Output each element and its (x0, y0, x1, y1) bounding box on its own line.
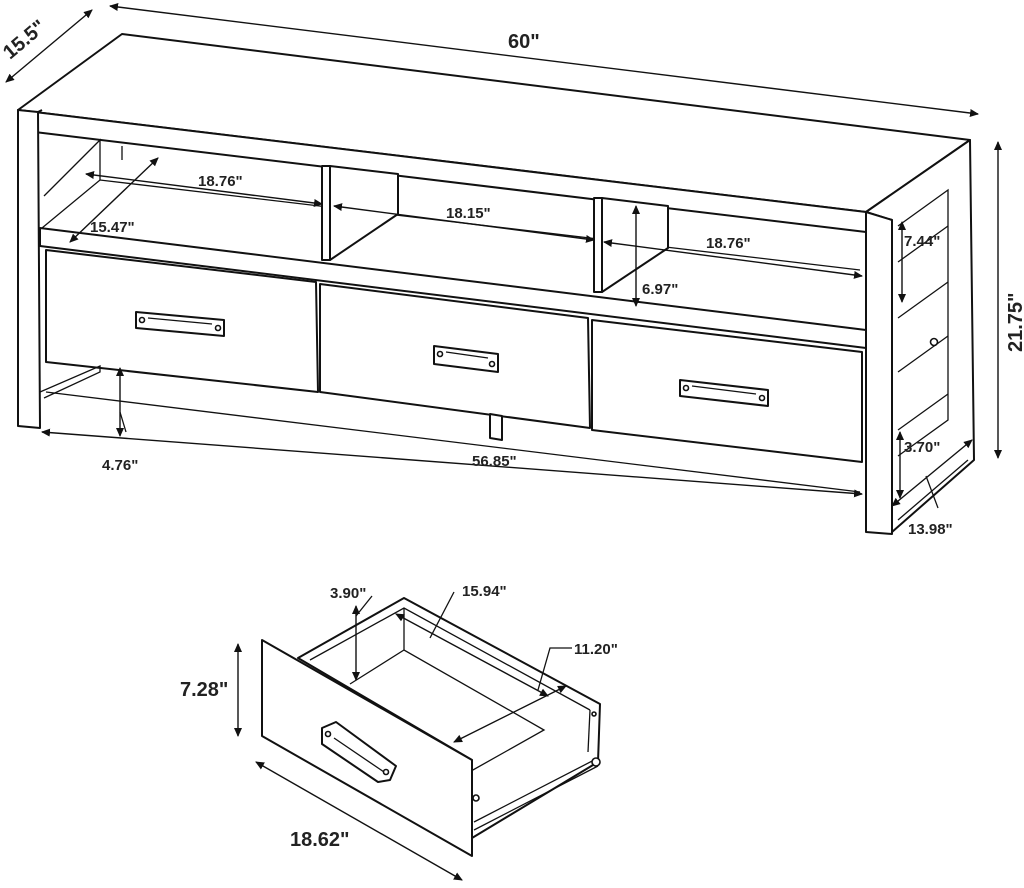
drawer-handle-right (679, 379, 769, 407)
drawer-dimensions: 3.90" 15.94" 11.20" 7.28" 18.62" (180, 583, 618, 881)
dim-drawer-inner-length: 15.94" (462, 583, 507, 600)
drawer-handle-center (433, 345, 499, 373)
right-leg (865, 211, 893, 535)
dim-side-shelf-height: 7.44" (904, 233, 940, 250)
dim-overall-width: 60" (508, 31, 540, 53)
dim-bottom-gap-height: 3.70" (904, 439, 940, 456)
tv-stand-drawing (17, 33, 975, 535)
dim-drawer-inner-height: 3.90" (330, 585, 366, 602)
divider-right (593, 197, 603, 293)
dim-drawer-inner-width: 11.20" (574, 641, 618, 658)
dim-drawer-front-width: 18.62" (290, 829, 350, 851)
dim-shelf-center-width: 18.15" (446, 205, 491, 222)
dim-overall-height: 21.75" (1005, 292, 1024, 352)
dim-overall-depth: 15.5" (0, 16, 50, 64)
dim-drawer-front-height: 7.28" (180, 679, 228, 701)
tv-stand-dimensions: 60" 15.5" 21.75" 18.76" 18.15" 18.76" 15… (0, 3, 1024, 538)
drawer-handle-left (135, 311, 225, 337)
shelf-front-edge (39, 227, 867, 349)
dim-shelf-depth: 15.47" (90, 219, 135, 236)
left-leg (17, 109, 41, 429)
dim-shelf-opening-height: 6.97" (642, 281, 678, 298)
divider-left (321, 165, 331, 261)
dim-floor-clearance: 4.76" (102, 457, 138, 474)
dim-shelf-left-width: 18.76" (198, 173, 243, 190)
dim-inner-depth: 13.98" (908, 521, 953, 538)
dim-inner-base-width: 56.85" (472, 453, 517, 470)
dim-shelf-right-width: 18.76" (706, 235, 751, 252)
